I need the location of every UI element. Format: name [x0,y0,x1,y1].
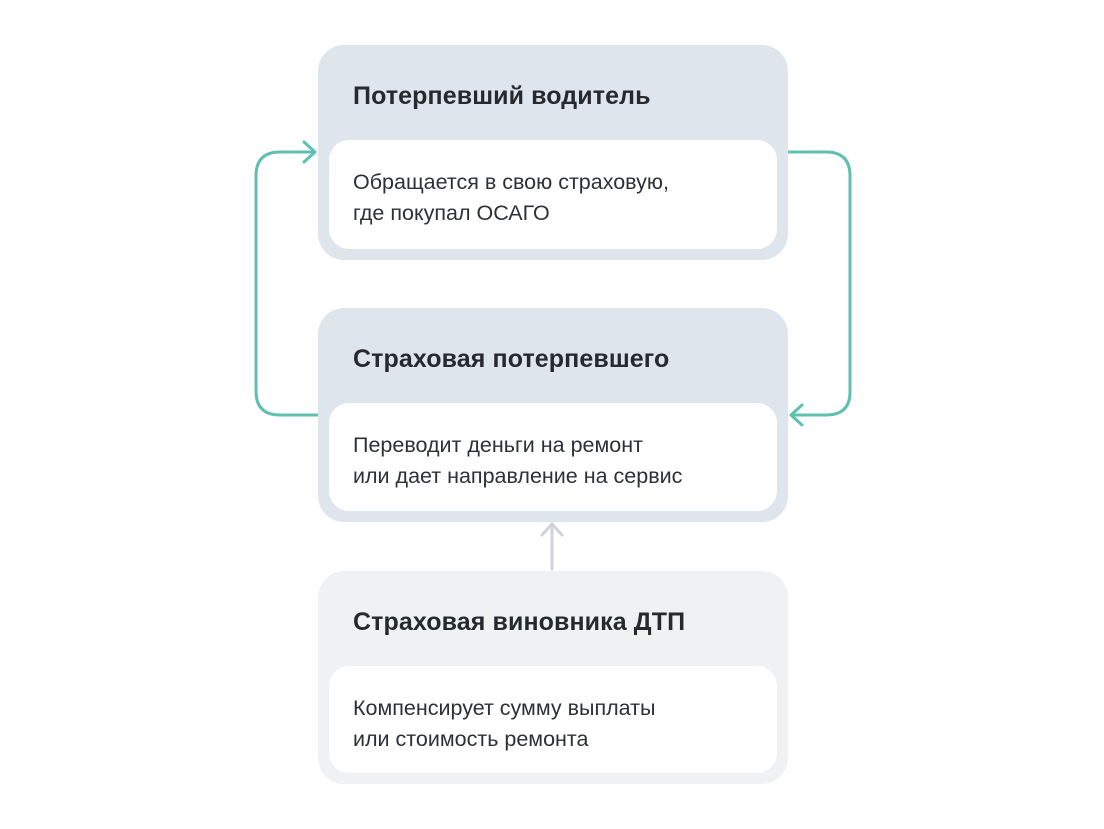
loop-arrow-left [254,150,320,417]
node-title: Страховая виновника ДТП [353,608,686,636]
node-description: Обращается в свою страховую, где покупал… [353,167,669,229]
node-description-line: или дает направление на сервис [353,464,683,488]
node-body: Переводит деньги на ремонт или дает напр… [329,403,777,511]
node-description-line: Переводит деньги на ремонт [353,433,643,457]
node-injured-driver: Потерпевший водитель Обращается в свою с… [318,45,788,260]
node-description-line: где покупал ОСАГО [353,201,550,225]
node-description: Компенсирует сумму выплаты или стоимость… [353,693,655,755]
loop-arrow-right [786,150,852,417]
node-body: Обращается в свою страховую, где покупал… [329,140,777,249]
node-description-line: Обращается в свою страховую, [353,170,669,194]
loop-arrow-left-head [302,140,317,164]
node-culprit-insurer: Страховая виновника ДТП Компенсирует сум… [318,571,788,784]
loop-arrow-right-head [789,403,804,427]
node-description: Переводит деньги на ремонт или дает напр… [353,430,682,492]
node-title: Страховая потерпевшего [353,345,670,373]
node-victim-insurer: Страховая потерпевшего Переводит деньги … [318,308,788,522]
node-description-line: или стоимость ремонта [353,727,589,751]
up-arrow-head [540,522,564,537]
node-description-line: Компенсирует сумму выплаты [353,696,656,720]
node-title: Потерпевший водитель [353,82,651,110]
node-body: Компенсирует сумму выплаты или стоимость… [329,666,777,773]
